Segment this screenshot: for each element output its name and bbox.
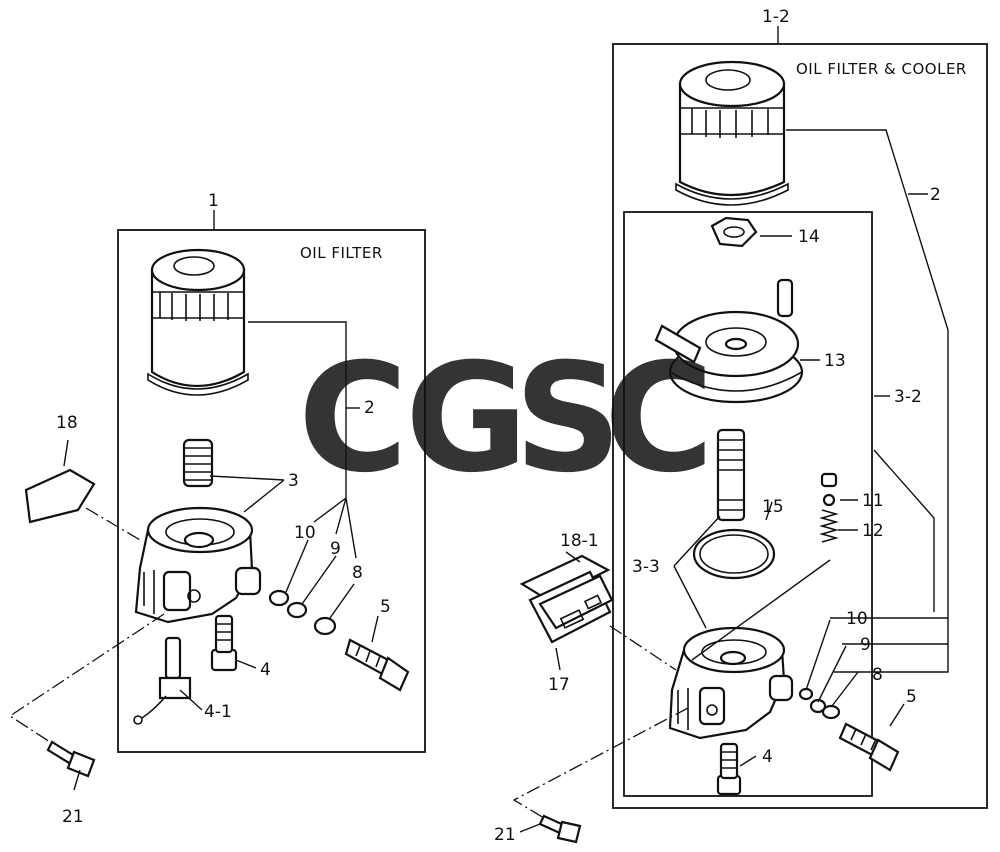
label-3-3-right: 3-3 [632,557,660,577]
pressure-sensor-left [133,636,192,725]
label-18-left: 18 [56,413,78,433]
seal-ring-right [692,528,776,580]
watermark-letter-4: C [604,332,714,506]
gasket-left [24,468,96,524]
label-5-left: 5 [380,597,391,617]
watermark-letter-2: G [405,332,528,506]
oil-filter-assembly: 1 OIL FILTER [8,191,426,827]
label-13-right: 13 [824,351,846,371]
nipple-left [182,438,214,488]
label-14-right: 14 [798,227,820,247]
filter-cartridge-right [675,60,789,206]
label-17-right: 17 [548,675,570,695]
oil-filter-cooler-title: OIL FILTER & COOLER [796,60,967,78]
outer-frame-right [612,43,988,809]
center-stud-right [716,428,746,522]
o-rings-left [268,589,337,636]
label-5-right: 5 [906,687,917,707]
oil-filter-frame [117,229,426,753]
filter-head-right [668,626,794,740]
oil-filter-title: OIL FILTER [300,244,383,262]
label-21-left: 21 [62,807,84,827]
relief-plug-right [819,472,839,543]
label-4-1-left: 4-1 [204,702,232,722]
inner-frame-right [623,211,873,797]
label-8-right: 8 [872,665,883,685]
assembly-number-1-2: 1-2 [762,7,790,27]
label-4-right: 4 [762,747,773,767]
label-8-left: 8 [352,563,363,583]
label-10-right: 10 [846,609,868,629]
union-bolt-left [344,638,410,692]
label-9-right: 9 [860,635,871,655]
label-4-left: 4 [260,660,271,680]
filter-head-left [134,506,262,624]
label-3-2-right: 3-2 [894,387,922,407]
union-bolt-right [838,722,900,772]
watermark-letter-1: C [298,332,408,506]
nut-right [710,216,758,248]
bolt-21-left [46,740,96,778]
label-12-right: 12 [862,521,884,541]
label-11-right: 11 [862,491,884,511]
adapter-plate-right [519,554,614,644]
watermark-letter-3: S [514,332,622,506]
label-10-left: 10 [294,523,316,543]
label-21-right: 21 [494,825,516,845]
label-3-left: 3 [288,471,299,491]
plug-right [716,742,742,796]
assembly-number-1: 1 [208,191,219,211]
filter-cartridge-left [147,248,249,396]
label-9-left: 9 [330,539,341,559]
label-2-right: 2 [930,185,941,205]
oil-cooler-right [654,278,804,404]
label-15-right: 15 [762,497,784,517]
cgsc-watermark: C G S C [298,332,714,506]
plug-left [210,614,238,672]
label-2-left: 2 [364,398,375,418]
label-18-1-right: 18-1 [560,531,599,551]
bolt-21-right [538,814,582,844]
oil-filter-cooler-assembly: 1-2 OIL FILTER & COOLER [494,7,988,845]
